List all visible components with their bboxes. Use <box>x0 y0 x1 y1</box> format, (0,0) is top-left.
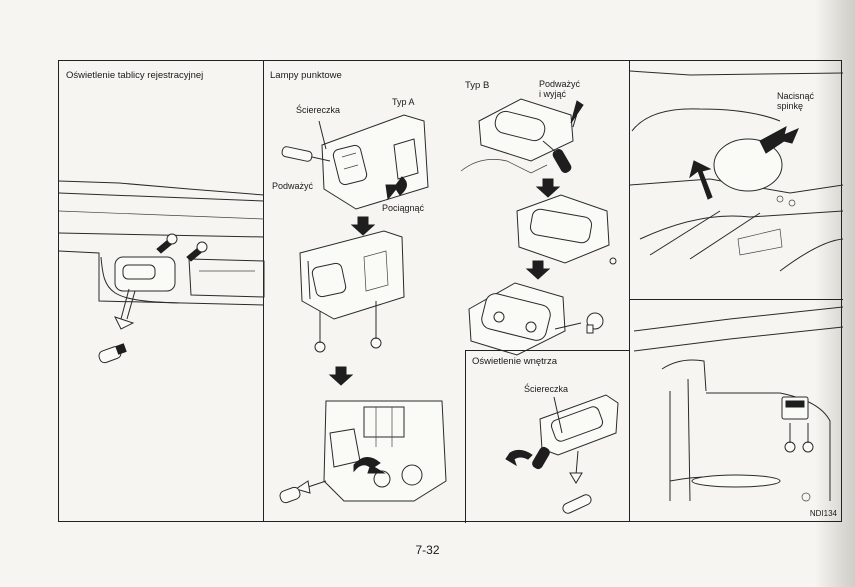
type-b-lamp-drawing <box>460 98 617 356</box>
down-arrow-icon <box>535 178 561 198</box>
panel-clip: Nacisnąć spinkę <box>629 61 844 521</box>
up-arrow-icon <box>689 160 713 200</box>
bulb-icon <box>586 312 604 334</box>
spot-lamp-drawing <box>279 114 447 504</box>
screw-icon <box>156 233 178 254</box>
right-arrow-icon <box>759 126 799 154</box>
pry-label: Podważyć <box>272 181 314 191</box>
left-arrow-icon <box>505 449 533 467</box>
interior-light-drawing <box>505 394 619 514</box>
screw-icon <box>802 423 814 453</box>
press-clip-label: Nacisnąć spinkę <box>777 91 815 112</box>
pry-remove-label: Podważyć i wyjąć <box>539 79 581 100</box>
clip-drawing <box>629 70 844 272</box>
cloth-label: Ściereczka <box>296 105 341 115</box>
screw-icon <box>314 311 326 353</box>
down-arrow-icon <box>525 260 551 280</box>
screwdriver-icon <box>542 140 572 173</box>
screw-icon <box>186 241 208 262</box>
down-arrow-icon <box>328 366 354 386</box>
page-edge-shadow <box>815 0 855 587</box>
screwdriver-icon <box>532 446 550 470</box>
diagram-code: NDI134 <box>809 509 837 518</box>
panel-title: Oświetlenie wnętrza <box>472 356 558 367</box>
cloth-label: Ściereczka <box>524 384 569 394</box>
interior-light-box: Oświetlenie wnętrza Ściereczka <box>465 350 630 523</box>
cargo-light-drawing <box>633 306 844 502</box>
panel-title: Oświetlenie tablicy rejestracyjnej <box>66 70 204 81</box>
page-number: 7-32 <box>415 543 440 557</box>
panel-title: Lampy punktowe <box>270 70 342 81</box>
type-a-label: Typ A <box>392 97 415 107</box>
screwdriver-icon <box>281 146 331 162</box>
panel-divider <box>630 299 843 300</box>
bulb-icon <box>98 343 127 364</box>
panel-license-plate-light: Oświetlenie tablicy rejestracyjnej <box>58 61 265 521</box>
pull-label: Pociągnąć <box>382 203 425 213</box>
bulb-icon <box>279 486 301 504</box>
panel-type-b: Typ B Podważyć i wyjąć <box>460 61 630 523</box>
type-b-label: Typ B <box>465 80 490 91</box>
down-arrow-icon <box>350 216 376 236</box>
screw-icon <box>370 301 382 349</box>
up-arrow-icon <box>570 100 584 128</box>
illustration-frame: Oświetlenie tablicy rejestracyjnej <box>58 60 844 523</box>
bulb-icon <box>562 494 592 514</box>
panel-spot-lamps: Lampy punktowe Typ A Ściereczka Podważyć… <box>264 61 461 521</box>
screw-icon <box>784 423 796 453</box>
license-plate-light-drawing <box>58 180 265 364</box>
